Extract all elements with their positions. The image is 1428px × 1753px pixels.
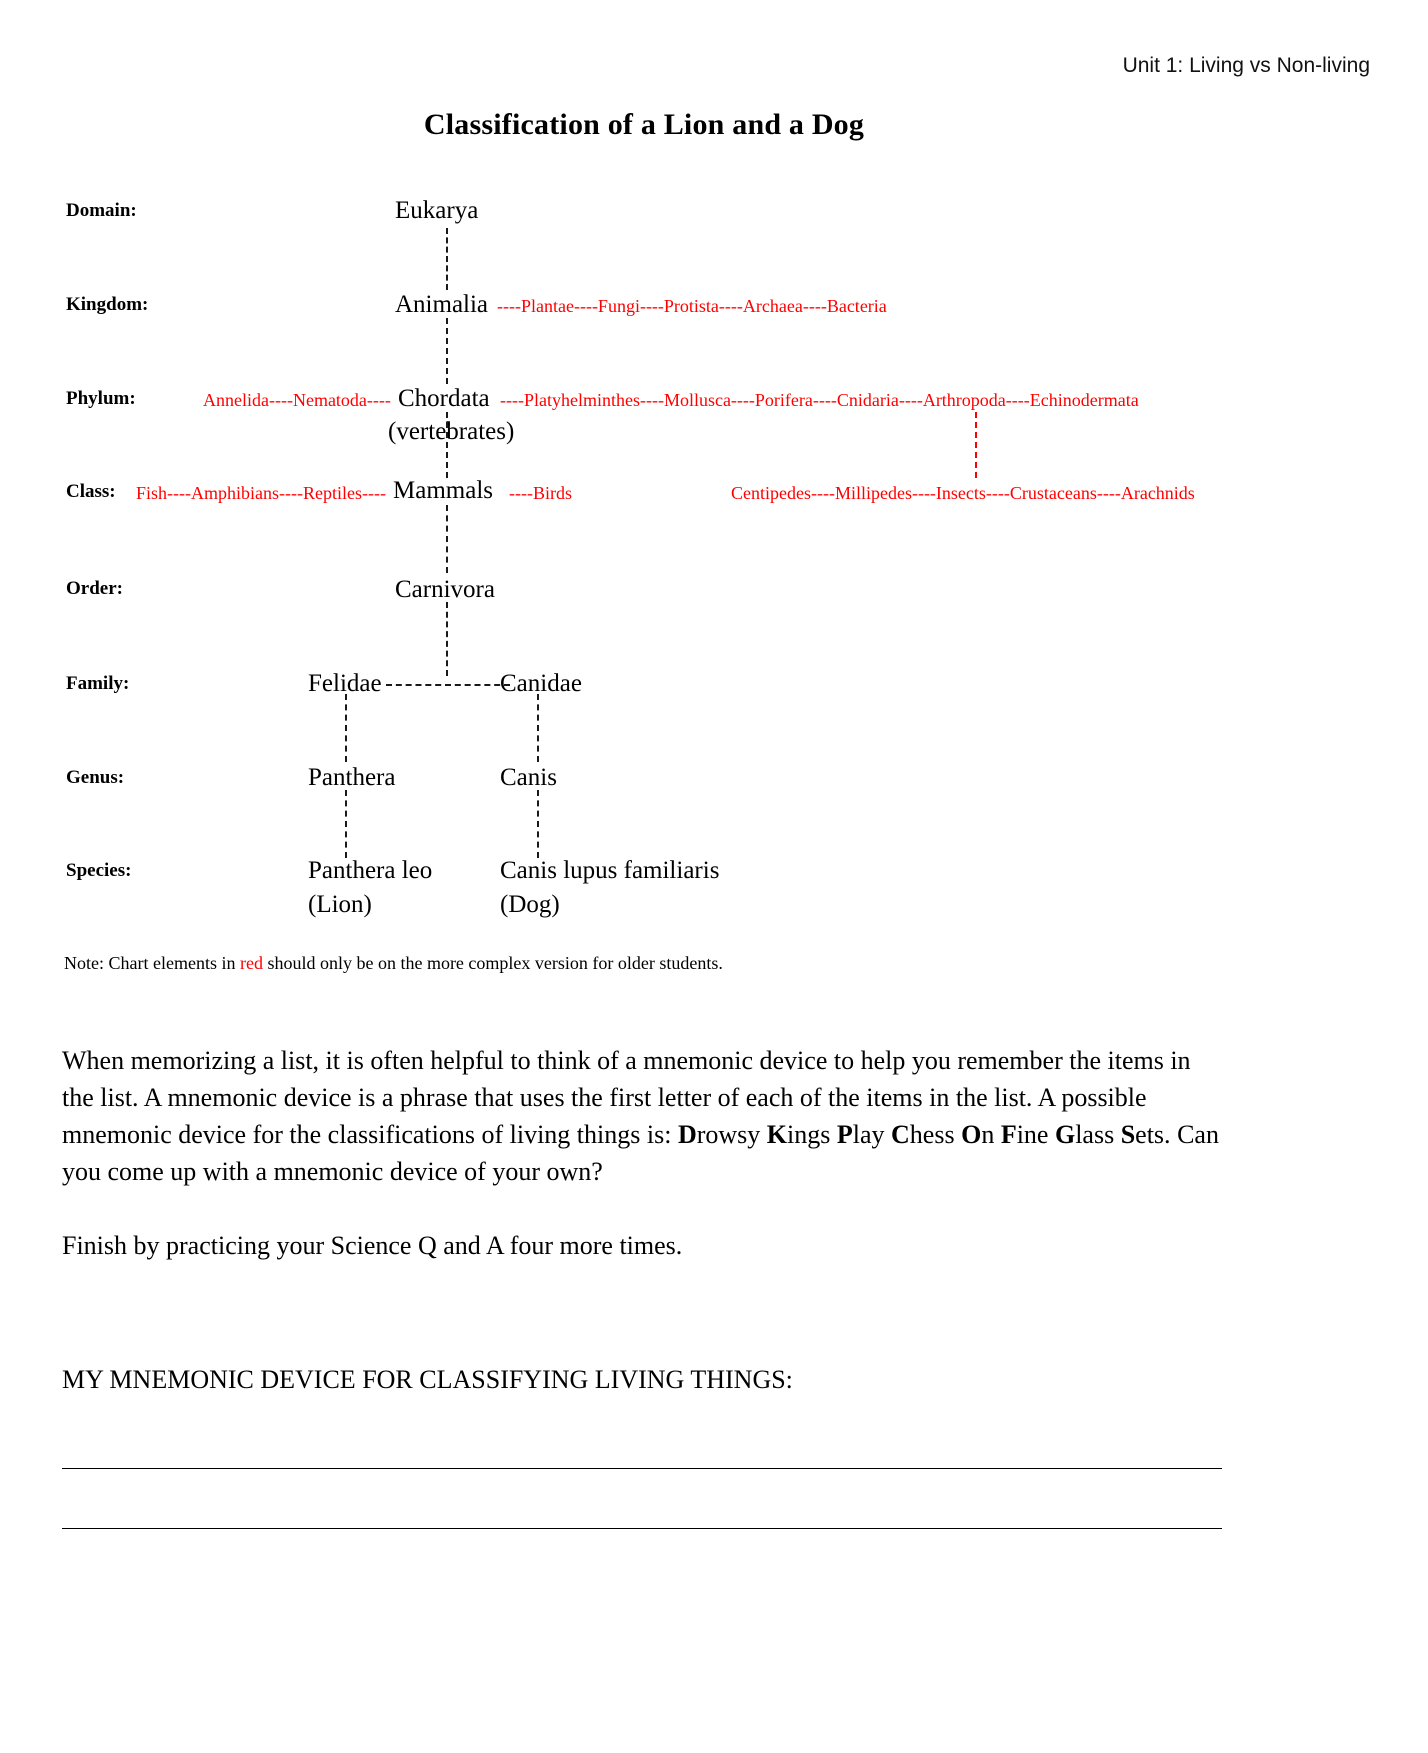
rank-label-phylum: Phylum:: [66, 388, 136, 409]
mnemonic-word-rest: ets.: [1135, 1119, 1171, 1149]
page-title-text: Classification of a Lion and a Dog: [423, 108, 865, 141]
mnemonic-word-initial: D: [677, 1119, 697, 1149]
page-title: Classification of a Lion and a Dog: [0, 108, 1428, 142]
trunk-class-order: [446, 505, 448, 573]
trunk-order-family: [446, 602, 448, 676]
class-alternatives-left: Fish----Amphibians----Reptiles----: [136, 483, 386, 503]
rank-label-order: Order:: [66, 578, 123, 599]
phylum-alternatives-right: ----Platyhelminthes----Mollusca----Porif…: [500, 390, 1139, 410]
mnemonic-word-rest: ine: [1016, 1119, 1055, 1149]
node-carnivora: Carnivora: [395, 576, 495, 603]
node-felidae: Felidae: [308, 670, 382, 697]
family-connector: [386, 684, 510, 686]
mnemonic-word-rest: lass: [1075, 1119, 1121, 1149]
node-eukarya: Eukarya: [395, 197, 479, 224]
kingdom-alternatives: ----Plantae----Fungi----Protista----Arch…: [497, 296, 887, 316]
chart-note: Note: Chart elements in red should only …: [64, 953, 723, 974]
rank-label-genus: Genus:: [66, 767, 125, 788]
note-suffix: should only be on the more complex versi…: [262, 953, 723, 973]
mnemonic-word-initial: S: [1120, 1119, 1136, 1149]
mnemonic-word-initial: G: [1054, 1119, 1076, 1149]
mnemonic-word-initial: F: [1000, 1119, 1017, 1149]
mnemonic-word-initial: P: [836, 1119, 853, 1149]
mnemonic-word-initial: C: [891, 1119, 910, 1149]
branch-panthera-species: [345, 790, 347, 858]
mnemonic-paragraph: When memorizing a list, it is often help…: [62, 1043, 1226, 1191]
arthropod-classes: Centipedes----Millipedes----Insects----C…: [731, 483, 1195, 503]
mnemonic-word-rest: ings: [787, 1119, 837, 1149]
node-panthera-leo: Panthera leo: [308, 857, 433, 884]
rank-label-kingdom: Kingdom:: [66, 294, 149, 315]
note-prefix: Note: Chart elements in: [64, 953, 240, 973]
mnemonic-phrase: Drowsy Kings Play Chess On Fine Glass Se…: [678, 1120, 1171, 1149]
branch-felidae-panthera: [345, 694, 347, 762]
node-canis: Canis: [500, 764, 557, 791]
node-dog-common: (Dog): [500, 891, 560, 918]
trunk-domain-kingdom: [446, 228, 448, 290]
node-chordata: Chordata: [398, 385, 490, 412]
mnemonic-word-initial: K: [766, 1119, 788, 1149]
note-red-word: red: [239, 953, 263, 973]
rank-label-family: Family:: [66, 673, 130, 694]
mnemonic-paragraph-part2: Can you come up with a mnemonic device o…: [62, 1119, 1219, 1186]
classification-chart: Domain: Kingdom: Phylum: Class: Order: F…: [66, 197, 1195, 918]
mnemonic-word-rest: lay: [852, 1119, 892, 1149]
trunk-kingdom-phylum: [446, 318, 448, 384]
node-canidae: Canidae: [500, 670, 582, 697]
unit-header: Unit 1: Living vs Non-living: [1122, 54, 1370, 77]
rank-label-class: Class:: [66, 481, 116, 502]
node-animalia: Animalia: [395, 291, 489, 318]
node-mammals: Mammals: [393, 477, 493, 504]
node-panthera: Panthera: [308, 764, 396, 791]
rank-label-domain: Domain:: [66, 200, 137, 221]
mnemonic-word-rest: rowsy: [696, 1119, 767, 1149]
practice-paragraph: Finish by practicing your Science Q and …: [62, 1231, 683, 1260]
node-lion-common: (Lion): [308, 891, 372, 918]
mnemonic-prompt: MY MNEMONIC DEVICE FOR CLASSIFYING LIVIN…: [62, 1365, 793, 1394]
trunk-phylum-class: [446, 412, 448, 478]
mnemonic-word-initial: O: [961, 1119, 982, 1149]
phylum-alternatives-left: Annelida----Nematoda----: [203, 390, 391, 410]
branch-canidae-canis: [537, 694, 539, 762]
mnemonic-paragraph-part1: When memorizing a list, it is often help…: [62, 1046, 1191, 1149]
class-alternatives-right: ----Birds: [509, 483, 572, 503]
node-canis-lupus-familiaris: Canis lupus familiaris: [500, 857, 720, 884]
mnemonic-word-rest: n: [981, 1119, 1001, 1149]
mnemonic-word-rest: hess: [909, 1119, 962, 1149]
node-chordata-subtitle: (vertebrates): [388, 418, 515, 445]
arthropoda-connector: [975, 412, 977, 478]
rank-label-species: Species:: [66, 860, 132, 881]
answer-line-2[interactable]: [62, 1528, 1222, 1529]
branch-canis-species: [537, 790, 539, 858]
answer-line-1[interactable]: [62, 1468, 1222, 1469]
